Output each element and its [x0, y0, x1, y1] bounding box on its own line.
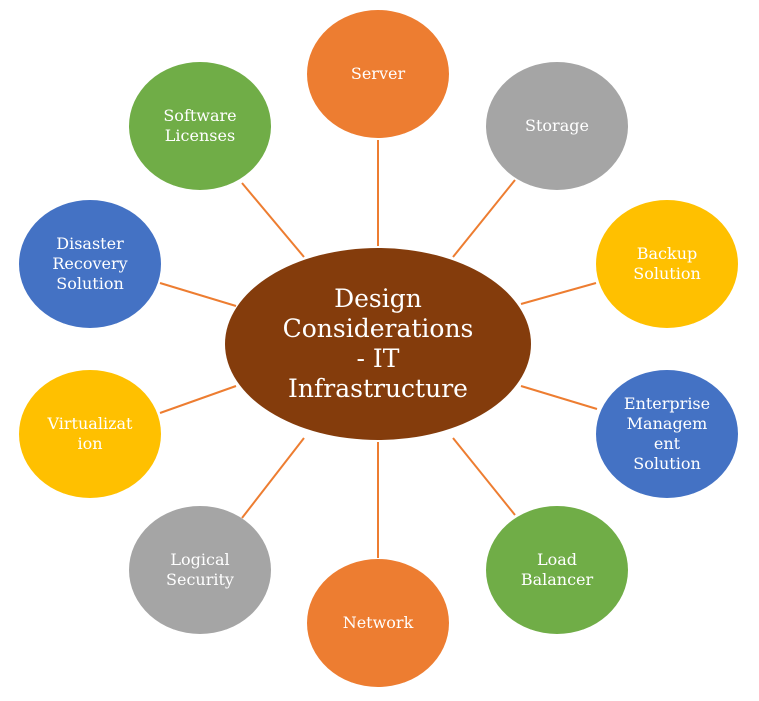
node-virtualization: Virtualizat ion [19, 370, 161, 498]
node-enterprise-management-solution: Enterprise Managem ent Solution [596, 370, 738, 498]
node-server: Server [307, 10, 449, 138]
node-virtualization-label: Virtualizat ion [47, 414, 133, 453]
node-disaster-recovery-solution-label: Disaster Recovery Solution [52, 234, 128, 293]
connector-virtualization [159, 385, 237, 414]
connector-software-licenses [241, 182, 305, 258]
node-server-label: Server [350, 64, 406, 83]
node-enterprise-management-solution-label: Enterprise Managem ent Solution [623, 394, 711, 473]
node-network: Network [307, 559, 449, 687]
node-software-licenses: Software Licenses [129, 62, 271, 190]
node-logical-security: Logical Security [129, 506, 271, 634]
center-node: Design Considerations - IT Infrastructur… [225, 248, 531, 440]
node-backup-solution-label: Backup Solution [633, 244, 701, 283]
connector-storage [452, 179, 516, 258]
connector-load-balancer [452, 437, 516, 516]
node-backup-solution: Backup Solution [596, 200, 738, 328]
node-software-licenses-label: Software Licenses [163, 106, 237, 145]
center-title: Design Considerations - IT Infrastructur… [282, 284, 474, 403]
node-network-label: Network [342, 613, 414, 632]
node-storage: Storage [486, 62, 628, 190]
connector-backup-solution [520, 282, 597, 305]
connector-disaster-recovery-solution [159, 282, 237, 307]
connector-logical-security [241, 437, 305, 519]
node-load-balancer-label: Load Balancer [520, 550, 594, 589]
node-disaster-recovery-solution: Disaster Recovery Solution [19, 200, 161, 328]
node-logical-security-label: Logical Security [166, 550, 234, 589]
connector-enterprise-management-solution [520, 385, 598, 410]
node-storage-label: Storage [525, 116, 589, 135]
node-load-balancer: Load Balancer [486, 506, 628, 634]
